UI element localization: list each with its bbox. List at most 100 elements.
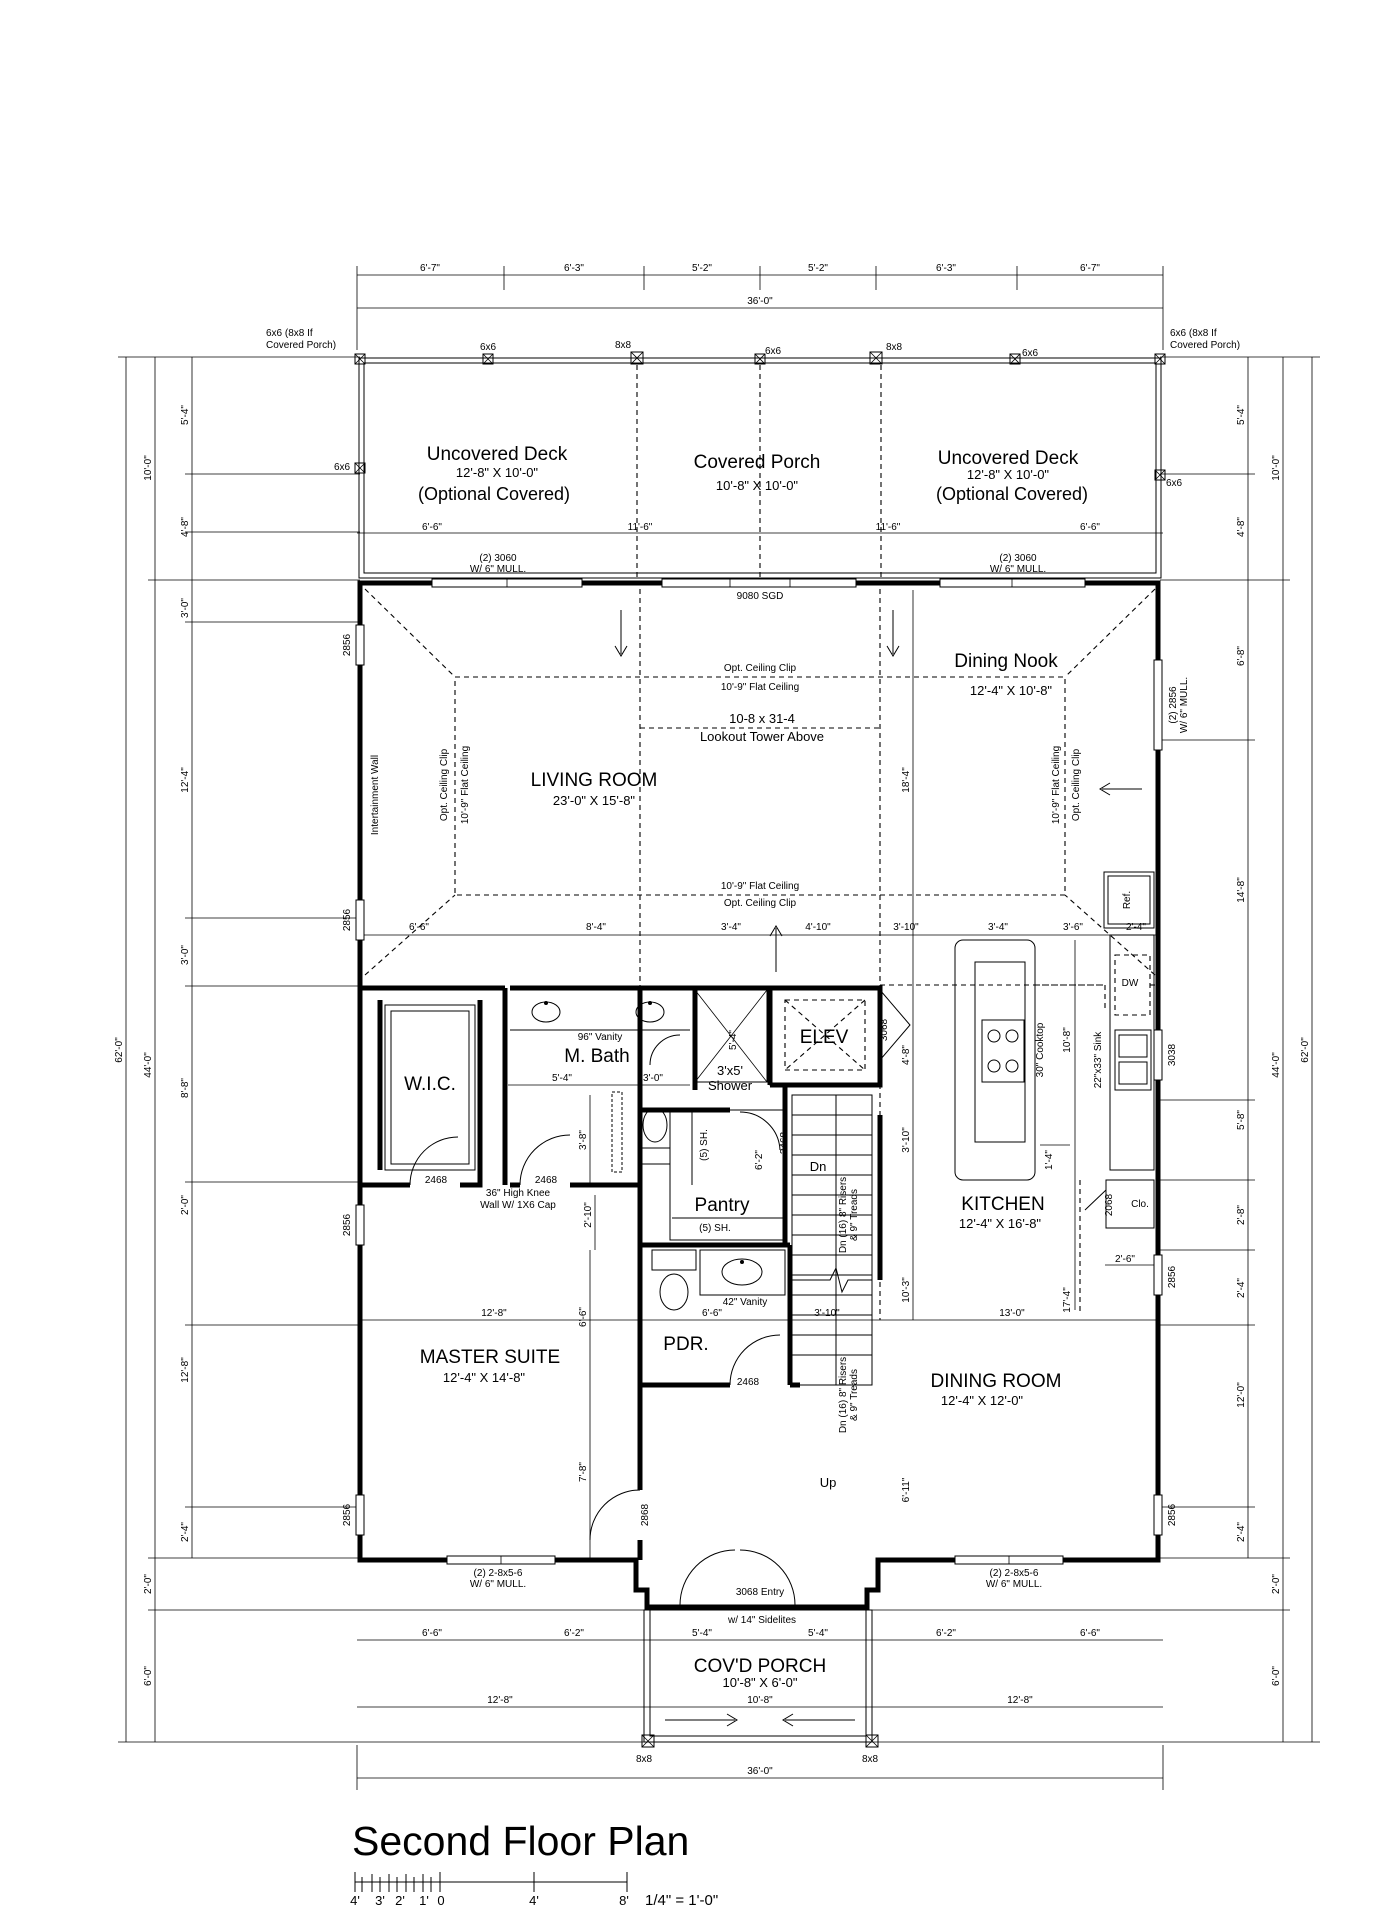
dim-cp-d: 5'-4" bbox=[808, 1628, 828, 1639]
ref-label: Ref. bbox=[1122, 891, 1133, 909]
dim-cp-f: 6'-6" bbox=[1080, 1628, 1100, 1639]
dim-cp-c: 5'-4" bbox=[692, 1628, 712, 1639]
top-dimensions: 6'-7" 6'-3" 5'-2" 5'-2" 6'-3" 6'-7" 36'-… bbox=[356, 263, 1164, 350]
win-right-2: W/ 6" MULL. bbox=[1179, 677, 1190, 733]
win-2856-d: 2856 bbox=[342, 1503, 353, 1526]
scale-tick-4-left: 4' bbox=[350, 1893, 360, 1908]
exterior-walls bbox=[357, 580, 1161, 1610]
room-name-wic: W.I.C. bbox=[404, 1074, 456, 1095]
dim-mas-v: 6'-6" bbox=[578, 1307, 589, 1327]
dim-right-i9: 2'-4" bbox=[1236, 1522, 1247, 1542]
entry-sidelites: w/ 14" Sidelites bbox=[727, 1615, 796, 1626]
room-name-kitchen: KITCHEN bbox=[961, 1194, 1044, 1215]
dim-top-6: 6'-7" bbox=[1080, 263, 1100, 274]
scale-label: 1/4" = 1'-0" bbox=[645, 1892, 718, 1909]
stair-dn-lower-2: & 9" Treads bbox=[849, 1369, 860, 1421]
dim-pan-v: 6'-2" bbox=[754, 1150, 765, 1170]
room-name-living: LIVING ROOM bbox=[531, 770, 658, 791]
top-windows bbox=[431, 578, 1086, 588]
dim-cp-b: 6'-2" bbox=[564, 1628, 584, 1639]
room-note-deck-left: (Optional Covered) bbox=[418, 484, 570, 504]
win-2856-b: 2856 bbox=[342, 908, 353, 931]
knee-wall-1: 36" High Knee bbox=[486, 1188, 551, 1199]
scale-tick-0: 0 bbox=[437, 1893, 444, 1908]
room-name-pantry: Pantry bbox=[695, 1195, 750, 1216]
stair-dn-upper-2: & 9" Treads bbox=[849, 1189, 860, 1241]
ceil-clip-right: Opt. Ceiling Clip bbox=[1071, 748, 1082, 821]
flat-ceil-bottom: 10'-9" Flat Ceiling bbox=[721, 881, 799, 892]
scale-tick-1: 1' bbox=[419, 1893, 429, 1908]
dim-cp-e: 6'-2" bbox=[936, 1628, 956, 1639]
win-top-right-2: W/ 6" MULL. bbox=[990, 564, 1046, 575]
dim-liv-d: 4'-10" bbox=[805, 922, 831, 933]
room-size-dining: 12'-4" X 12'-0" bbox=[941, 1393, 1024, 1408]
dim-left-i1: 5'-4" bbox=[180, 405, 191, 425]
shower-label: Shower bbox=[708, 1078, 753, 1093]
ceil-clip-top: Opt. Ceiling Clip bbox=[724, 663, 797, 674]
win-top-right-1: (2) 3060 bbox=[999, 553, 1037, 564]
dim-din-w: 13'-0" bbox=[999, 1308, 1025, 1319]
dim-right-b: 2'-0" bbox=[1271, 1574, 1282, 1594]
win-bot-left-1: (2) 2-8x5-6 bbox=[474, 1568, 523, 1579]
cooktop-label: 30" Cooktop bbox=[1035, 1022, 1046, 1077]
win-top-left-1: (2) 3060 bbox=[479, 553, 517, 564]
win-bot-right-2: W/ 6" MULL. bbox=[986, 1579, 1042, 1590]
win-top-left-2: W/ 6" MULL. bbox=[470, 564, 526, 575]
post-label-6x6-d: 6x6 bbox=[334, 462, 351, 473]
dim-top-4: 5'-2" bbox=[808, 263, 828, 274]
dim-kit-v3: 10'-3" bbox=[901, 1277, 912, 1303]
dim-left-mid: 44'-0" bbox=[143, 1052, 154, 1078]
page-title: Second Floor Plan bbox=[352, 1818, 689, 1864]
room-size-deck-left: 12'-8" X 10'-0" bbox=[456, 465, 539, 480]
win-2856-c: 2856 bbox=[342, 1213, 353, 1236]
dim-left-i9: 2'-4" bbox=[180, 1522, 191, 1542]
dim-right-c: 6'-0" bbox=[1271, 1666, 1282, 1686]
dim-right-i4: 14'-8" bbox=[1236, 877, 1247, 903]
door-2468-a: 2468 bbox=[425, 1175, 448, 1186]
dim-cp-i: 12'-8" bbox=[1007, 1695, 1033, 1706]
dim-right-i3: 6'-8" bbox=[1236, 646, 1247, 666]
door-2468-b: 2468 bbox=[535, 1175, 558, 1186]
scale-bar bbox=[354, 1872, 628, 1892]
pantry-shelf: (5) SH. bbox=[699, 1223, 731, 1234]
dim-top-5: 6'-3" bbox=[936, 263, 956, 274]
dim-bath-w: 5'-4" bbox=[552, 1073, 572, 1084]
tower-label: Lookout Tower Above bbox=[700, 729, 824, 744]
room-name-deck-right: Uncovered Deck bbox=[938, 448, 1079, 469]
dim-kit-v2: 3'-10" bbox=[901, 1127, 912, 1153]
post-label-8x8-d: 8x8 bbox=[862, 1754, 879, 1765]
dim-left-c: 6'-0" bbox=[143, 1666, 154, 1686]
post-label-6x6-e: 6x6 bbox=[1166, 478, 1183, 489]
shower-size: 3'x5' bbox=[717, 1063, 743, 1078]
door-2468-d: 2468 bbox=[737, 1377, 760, 1388]
deck-area: 6'-6" 11'-6" 11'-6" 6'-6" bbox=[357, 357, 1163, 579]
dim-left-outer: 62'-0" bbox=[114, 1037, 125, 1063]
room-name-covporch: COV'D PORCH bbox=[694, 1656, 826, 1677]
tower-size: 10-8 x 31-4 bbox=[729, 711, 795, 726]
stairs bbox=[791, 1094, 873, 1386]
scale-tick-2: 2' bbox=[395, 1893, 405, 1908]
post-label-6x6-a: 6x6 bbox=[480, 342, 497, 353]
room-size-master: 12'-4" X 14'-8" bbox=[443, 1370, 526, 1385]
dim-top-1: 6'-7" bbox=[420, 263, 440, 274]
scale-tick-4-right: 4' bbox=[529, 1893, 539, 1908]
room-name-elev: ELEV bbox=[800, 1027, 849, 1048]
dim-liv-c: 3'-4" bbox=[721, 922, 741, 933]
dim-kit-v1: 4'-8" bbox=[901, 1045, 912, 1065]
dim-top-2: 6'-3" bbox=[564, 263, 584, 274]
entertainment-wall: Intertainment Wall bbox=[370, 755, 381, 835]
door-2868: 2868 bbox=[640, 1503, 651, 1526]
dim-deck-left: 6'-6" bbox=[422, 522, 442, 533]
kitchen-island bbox=[954, 939, 1036, 1181]
dim-isl-v: 1'-4" bbox=[1044, 1150, 1055, 1170]
dim-cp-g: 12'-8" bbox=[487, 1695, 513, 1706]
dim-pdr-w: 6'-6" bbox=[702, 1308, 722, 1319]
shelf-sh-v: (5) SH. bbox=[699, 1129, 710, 1161]
dim-din-v: 6'-11" bbox=[901, 1477, 912, 1502]
dim-kit-174: 17'-4" bbox=[1062, 1287, 1073, 1313]
dim-right-a: 10'-0" bbox=[1271, 455, 1282, 481]
win-2856-a: 2856 bbox=[342, 633, 353, 656]
door-2068: 2068 bbox=[1104, 1193, 1115, 1216]
